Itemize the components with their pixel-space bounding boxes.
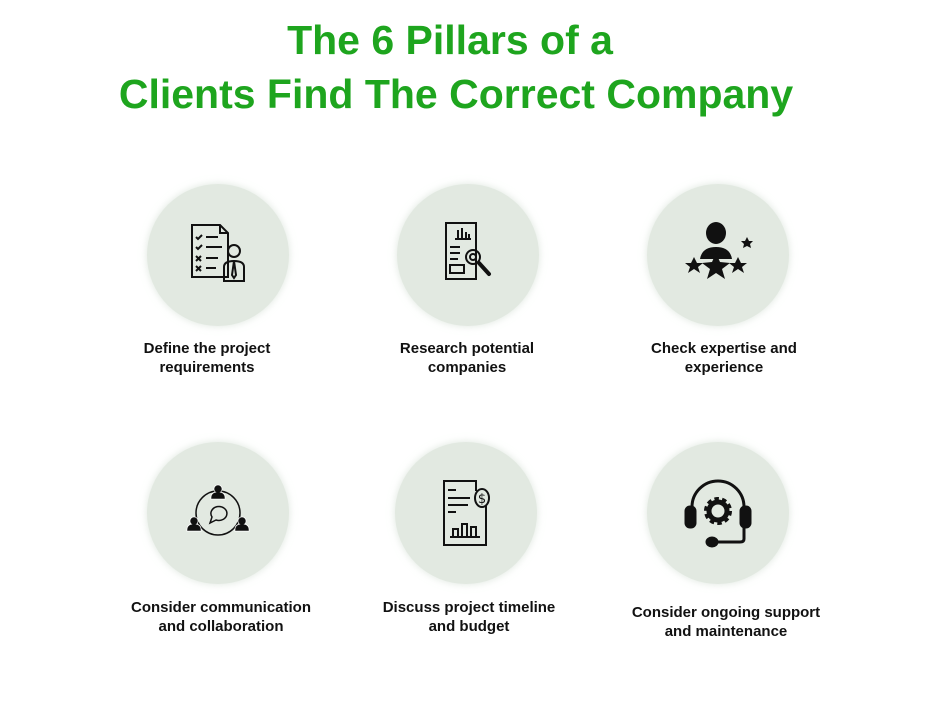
pillar-research-companies xyxy=(397,184,539,326)
pillar-define-requirements xyxy=(147,184,289,326)
checklist-person-icon xyxy=(191,224,245,282)
report-magnifier-gear-icon xyxy=(445,222,491,280)
pillar-check-expertise xyxy=(647,184,789,326)
title-line-2: Clients Find The Correct Company xyxy=(118,71,794,117)
person-stars-icon xyxy=(685,222,753,279)
pillar-timeline-budget: $ xyxy=(395,442,537,584)
document-dollar-chart-icon: $ xyxy=(443,480,490,546)
svg-text:$: $ xyxy=(478,492,486,507)
people-chat-cycle-icon xyxy=(186,484,250,536)
pillar-support-maintenance xyxy=(647,442,789,584)
headset-gear-icon xyxy=(684,479,752,548)
pillar-communication xyxy=(147,442,289,584)
title-line-1: The 6 Pillars of a xyxy=(287,17,613,63)
